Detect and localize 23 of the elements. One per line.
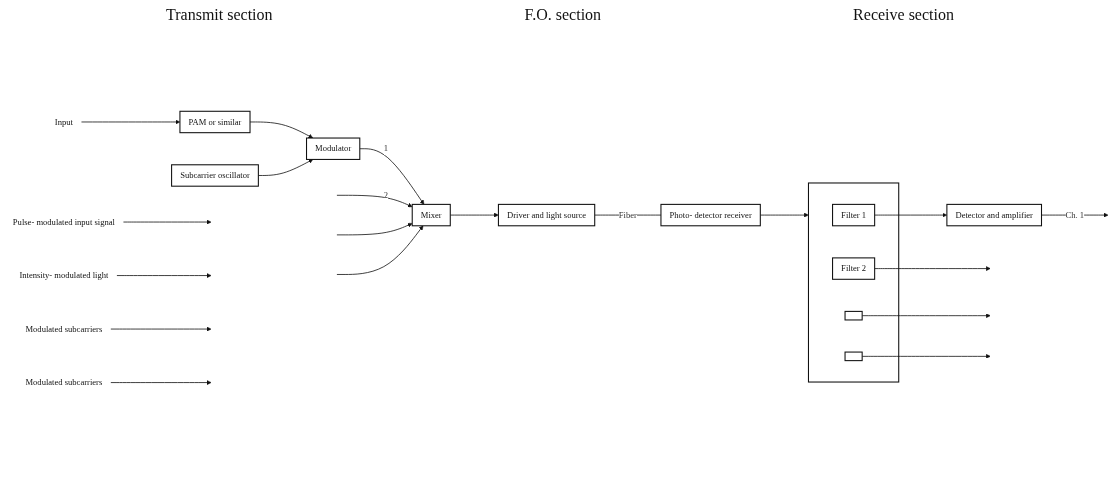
text-label: Input [54, 116, 73, 126]
section-label: Receive section [853, 6, 954, 25]
text-label: Pulse- modulated input signal [12, 216, 115, 227]
edge-label: 1 [383, 143, 389, 153]
block-box: Subcarrier oscillator [171, 163, 259, 187]
edge-label: Ch. 1 [1065, 209, 1085, 220]
block-box: Filter 2 [832, 257, 876, 280]
block-box [844, 310, 863, 321]
section-label: Transmit section [166, 6, 273, 25]
edge-label: 2 [383, 190, 389, 200]
text-label: Intensity- modulated light [19, 270, 109, 280]
block-box: PAM or similar [179, 110, 251, 133]
block-box: Detector and amplifier [946, 203, 1043, 227]
block-box: Mixer [411, 203, 451, 227]
text-label: Modulated subcarriers [25, 377, 103, 387]
section-label: F.O. section [524, 6, 602, 25]
text-label: Modulated subcarriers [25, 323, 103, 334]
block-box: Photo- detector receiver [660, 203, 761, 227]
edge-label: Fiber [618, 209, 637, 220]
block-box: Modulator [306, 137, 361, 160]
block-box: Driver and light source [497, 203, 596, 227]
block-box [844, 351, 863, 361]
block-box: Filter 1 [832, 203, 876, 227]
